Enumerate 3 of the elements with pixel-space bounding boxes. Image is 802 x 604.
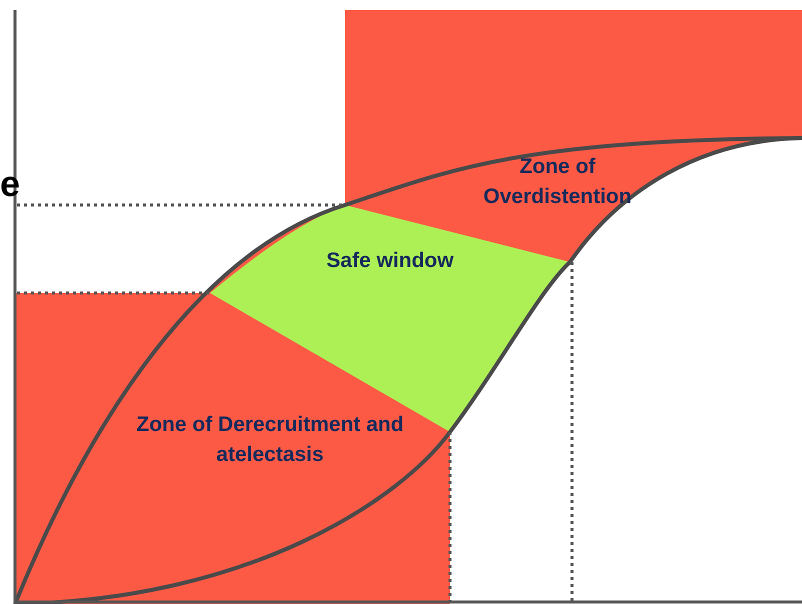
zone-label: Zone of Derecruitment and atelectasis [90,410,450,470]
zone-label: Zone of Overdistention [455,152,660,212]
zone-label: Safe window [300,246,480,276]
